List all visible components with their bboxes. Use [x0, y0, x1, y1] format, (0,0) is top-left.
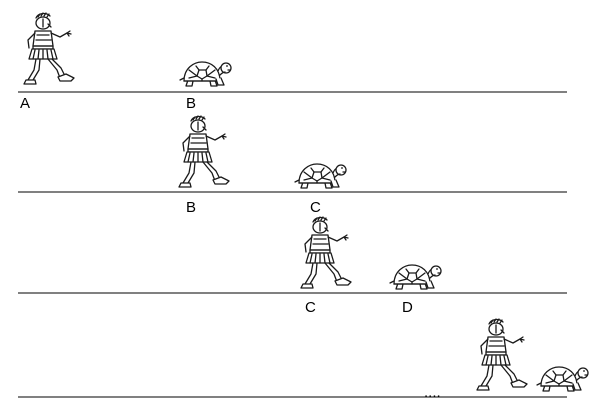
- stage-3-tortoise-label: D: [402, 299, 413, 316]
- stage-2-runner-label: B: [186, 199, 196, 216]
- tortoise-icon: [536, 366, 589, 392]
- stage-1: A B: [20, 12, 232, 112]
- stage-3: C D: [300, 216, 442, 316]
- stage-1-tortoise-label: B: [186, 95, 196, 112]
- achilles-warrior-icon: [23, 12, 75, 85]
- stage-2: B C: [178, 115, 347, 216]
- tortoise-icon: [179, 61, 232, 87]
- stage-4: ....: [424, 318, 589, 401]
- achilles-warrior-icon: [300, 216, 352, 289]
- continuation-ellipsis: ....: [424, 384, 441, 401]
- stage-1-runner-label: A: [20, 95, 30, 112]
- achilles-warrior-icon: [178, 115, 230, 188]
- achilles-warrior-icon: [476, 318, 528, 391]
- tortoise-icon: [389, 264, 442, 290]
- stage-2-tortoise-label: C: [310, 199, 321, 216]
- stage-3-runner-label: C: [305, 299, 316, 316]
- tortoise-icon: [294, 163, 347, 189]
